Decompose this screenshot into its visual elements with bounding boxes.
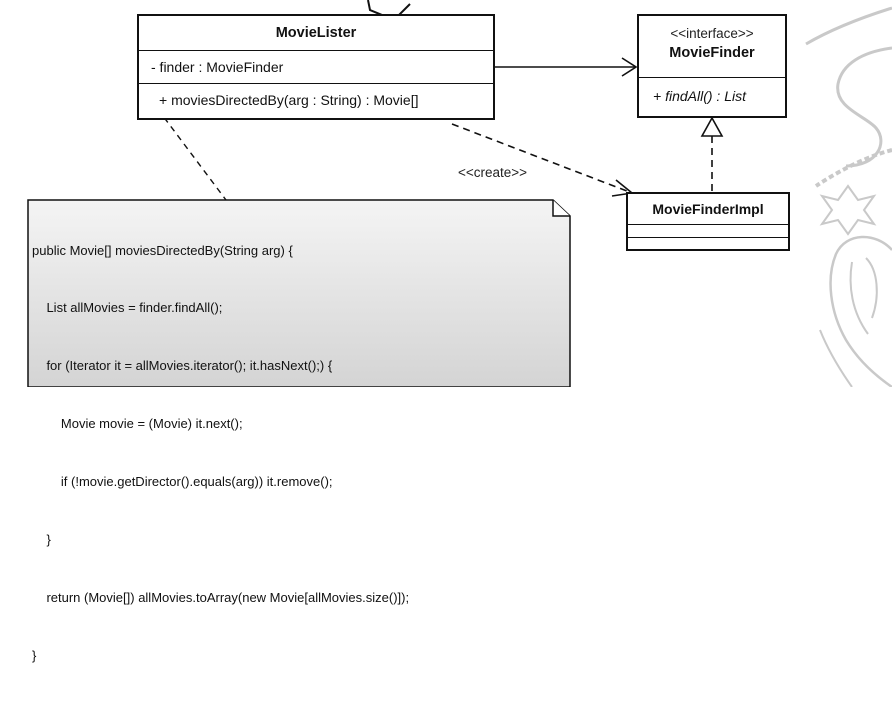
create-stereotype-label: <<create>> (458, 165, 528, 180)
class-name: MovieFinder (669, 45, 755, 61)
code-line: if (!movie.getDirector().equals(arg)) it… (32, 474, 333, 490)
code-line: List allMovies = finder.findAll(); (32, 300, 223, 316)
association-arrow (494, 57, 638, 77)
attribute-finder: - finder : MovieFinder (139, 51, 493, 84)
note-code: public Movie[] moviesDirectedBy(String a… (32, 202, 409, 704)
interface-stereotype: <<interface>> (670, 26, 754, 41)
code-note (27, 199, 571, 387)
code-line: public Movie[] moviesDirectedBy(String a… (32, 242, 293, 258)
code-line: Movie movie = (Movie) it.next(); (32, 416, 243, 432)
code-line: return (Movie[]) allMovies.toArray(new M… (32, 589, 410, 605)
interface-movie-finder[interactable]: <<interface>> MovieFinder + findAll() : … (637, 14, 787, 118)
attributes-compartment (628, 225, 788, 238)
operations-compartment (628, 238, 788, 251)
watermark-seal (805, 6, 892, 387)
uml-class-diagram: MovieLister - finder : MovieFinder + mov… (27, 0, 892, 663)
class-name: MovieFinderImpl (628, 194, 788, 225)
class-name: MovieLister (139, 16, 493, 51)
realization-arrow (700, 116, 724, 193)
class-movie-finder-impl[interactable]: MovieFinderImpl (626, 192, 790, 251)
code-line: } (32, 647, 37, 663)
create-dependency-arrow (451, 123, 634, 197)
diagram-canvas (27, 0, 892, 387)
code-line: } (32, 532, 51, 548)
code-line: for (Iterator it = allMovies.iterator();… (32, 358, 333, 374)
operation-find-all: + findAll() : List (653, 88, 746, 104)
interface-header: <<interface>> MovieFinder (639, 16, 785, 78)
class-movie-lister[interactable]: MovieLister - finder : MovieFinder + mov… (137, 14, 495, 120)
operation-movies-directed-by: + moviesDirectedBy(arg : String) : Movie… (159, 92, 419, 108)
